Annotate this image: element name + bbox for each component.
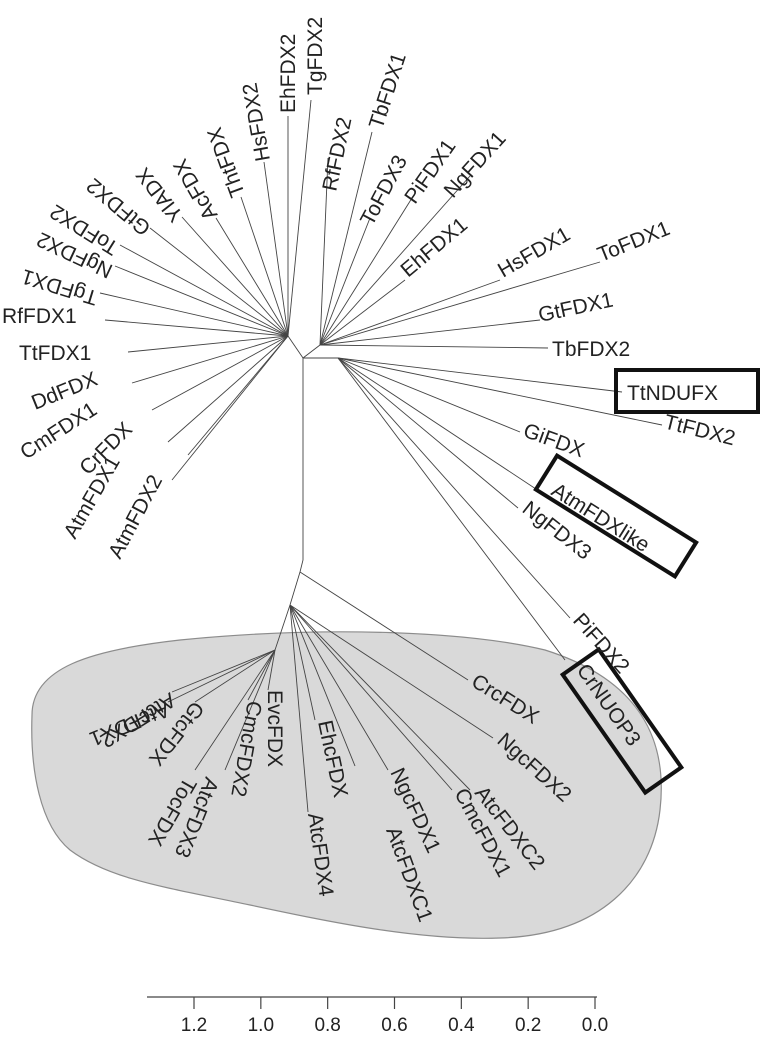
leaf-tbfdx2: TbFDX2	[552, 338, 630, 361]
leaf-tbfdx1: TbFDX1	[365, 50, 411, 131]
highlight-box-ttndufx	[614, 368, 760, 414]
leaf-gtfdx1: GtFDX1	[536, 289, 615, 327]
scale-tick-label: 0.2	[515, 1015, 541, 1036]
leaf-evcfdx: EvcFDX	[263, 690, 286, 767]
leaf-gifdx: GiFDX	[520, 419, 587, 462]
scale-tick-label: 0.4	[448, 1015, 475, 1036]
chloroplast-clade-region	[31, 631, 662, 939]
leaf-ttfdx1: TtFDX1	[19, 342, 91, 365]
leaf-ttndufx: TtNDUFX	[627, 382, 718, 405]
branches-chloroplast	[167, 571, 494, 813]
leaf-ttfdx2: TtFDX2	[662, 411, 738, 451]
leaf-tofdx1: ToFDX1	[594, 217, 673, 267]
branches-upper-left	[99, 99, 312, 481]
leaf-rffdx2: RfFDX2	[318, 115, 356, 193]
scale-tick-label: 0.6	[381, 1015, 407, 1036]
scale-tick-label: 1.0	[248, 1015, 274, 1036]
highlight-box-atmfdxlike	[533, 452, 699, 580]
leaf-ehfdx2: EhFDX2	[277, 34, 300, 113]
scale-tick-label: 0.8	[314, 1015, 340, 1036]
leaf-thtfdx: ThtFDX	[203, 124, 249, 200]
leaf-rffdx1: RfFDX1	[2, 305, 77, 328]
highlight-box-crnuop3	[559, 646, 685, 796]
central-trunk	[299, 358, 304, 573]
leaf-atmfdx2: AtmFDX2	[104, 471, 167, 562]
leaf-hsfdx2: HsFDX2	[238, 81, 274, 163]
branches-upper-right	[302, 131, 663, 661]
leaf-ngfdx1: NgFDX1	[440, 127, 511, 202]
leaf-ehfdx1: EhFDX1	[396, 213, 472, 282]
scale-bar: 1.2 1.0 0.8 0.6 0.4 0.2 0.0	[147, 996, 608, 1036]
leaf-tgfdx2: TgFDX2	[304, 17, 327, 95]
scale-tick-label: 1.2	[181, 1015, 207, 1036]
scale-tick-label: 0.0	[582, 1015, 608, 1036]
